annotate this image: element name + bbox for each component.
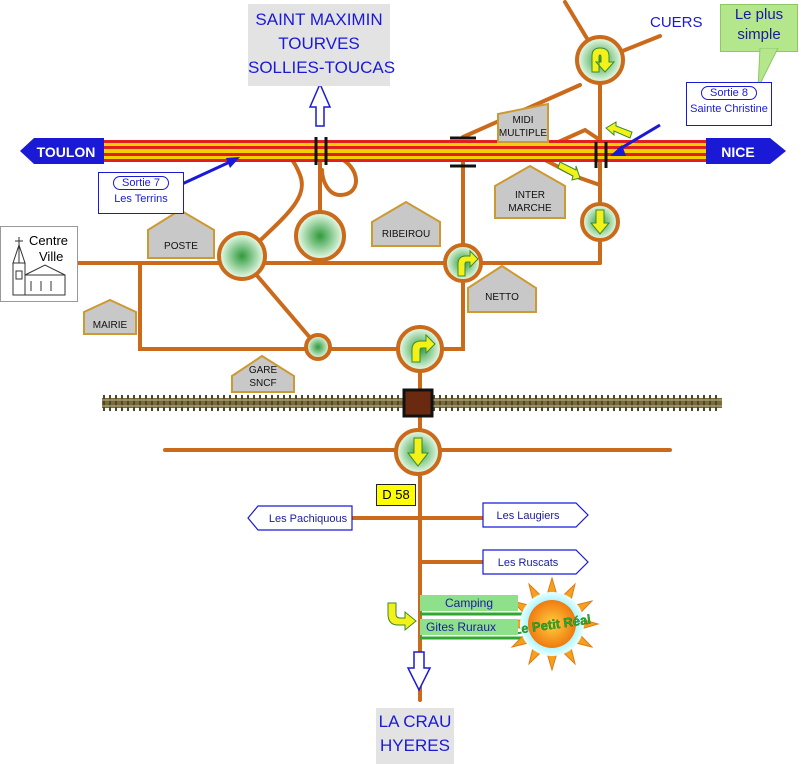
nice-sign: NICE xyxy=(706,138,786,164)
local-roads xyxy=(76,0,672,702)
u-turn-arrow-icon xyxy=(591,47,616,73)
les-pachiquous-sign xyxy=(247,505,353,531)
callout-pointer xyxy=(757,48,779,89)
down-arrow-icon-2 xyxy=(406,437,430,467)
roundabout-cuers xyxy=(575,35,625,85)
roundabout-saint-maximin xyxy=(294,210,346,262)
les-ruscats-sign xyxy=(482,549,589,575)
dest-cuers: CUERS xyxy=(650,14,703,31)
roundabout-gare xyxy=(304,333,332,361)
dest-sollies-toucas: SOLLIES-TOUCAS xyxy=(248,58,396,77)
netto-label: NETTO xyxy=(485,292,519,303)
gites-label: Gites Ruraux xyxy=(420,619,518,635)
mairie-building xyxy=(83,298,137,335)
north-arrow-icon xyxy=(308,82,332,127)
intermarche-building xyxy=(494,164,566,219)
callout-line-2: simple xyxy=(737,26,781,43)
south-arrow-icon xyxy=(406,651,432,692)
centre-ville-line-2: Ville xyxy=(39,249,64,264)
camping-turn-arrow-icon xyxy=(387,602,417,632)
toulon-label: TOULON xyxy=(37,144,96,160)
slip-arrow-icons xyxy=(557,121,633,181)
centre-ville-box: Centre Ville xyxy=(0,226,78,302)
sun-ray xyxy=(546,653,558,672)
les-ruscats-label: Les Ruscats xyxy=(498,557,559,569)
midi-multiple-building xyxy=(497,102,549,143)
callout-line-1: Le plus xyxy=(734,6,784,23)
les-pachiquous-label: Les Pachiquous xyxy=(269,513,348,525)
dest-la-crau: LA CRAU xyxy=(378,712,452,731)
sun-ray xyxy=(546,576,558,595)
gare-label-1: GARE xyxy=(249,365,278,376)
church-icon xyxy=(12,237,66,296)
ribeirou-building xyxy=(371,200,441,247)
poste-label: POSTE xyxy=(164,241,198,252)
sortie-8-number: Sortie 8 xyxy=(701,86,757,100)
north-destinations: SAINT MAXIMIN TOURVES SOLLIES-TOUCAS xyxy=(248,4,396,86)
intermarche-label-2: MARCHE xyxy=(508,203,552,214)
turn-left-arrow-icon-1 xyxy=(457,249,479,277)
down-arrow-icon-1 xyxy=(589,209,611,235)
intermarche-label-1: INTER xyxy=(515,190,545,201)
dest-tourves: TOURVES xyxy=(278,34,360,53)
gare-building xyxy=(231,354,295,393)
nice-label: NICE xyxy=(721,144,754,160)
callout-le-plus-simple: Le plus simple xyxy=(720,4,798,52)
sortie-7-name: Les Terrins xyxy=(114,193,168,205)
dest-saint-maximin: SAINT MAXIMIN xyxy=(255,10,383,29)
south-destinations: LA CRAU HYERES xyxy=(376,708,454,764)
camping-roads xyxy=(420,612,540,640)
netto-building xyxy=(467,264,537,313)
les-laugiers-sign xyxy=(482,502,589,528)
le-petit-real-logo: Le Petit Réal xyxy=(504,576,600,672)
motorway-bridges xyxy=(314,136,608,168)
sortie-7-number: Sortie 7 xyxy=(113,176,169,190)
mairie-label: MAIRIE xyxy=(93,320,128,331)
toulon-sign: TOULON xyxy=(20,138,104,164)
gare-label-2: SNCF xyxy=(249,378,276,389)
sortie-8-arrow xyxy=(610,123,661,156)
centre-ville-line-1: Centre xyxy=(29,233,69,248)
les-laugiers-label: Les Laugiers xyxy=(497,510,560,522)
railway xyxy=(102,388,722,418)
roundabout-poste xyxy=(217,231,267,281)
midi-multiple-label-2: MULTIPLE xyxy=(499,128,547,139)
dest-hyeres: HYERES xyxy=(380,736,450,755)
motorway-a57 xyxy=(100,140,710,162)
midi-multiple-label-1: MIDI xyxy=(512,115,533,126)
turn-left-arrow-icon-2 xyxy=(411,333,436,363)
sortie-7-arrow xyxy=(181,157,240,186)
sortie-8-box: Sortie 8 Sainte Christine xyxy=(686,82,772,126)
d58-road-badge: D 58 xyxy=(376,484,416,506)
sortie-7-box: Sortie 7 Les Terrins xyxy=(98,172,184,214)
ribeirou-label: RIBEIROU xyxy=(382,229,430,240)
sortie-8-name: Sainte Christine xyxy=(690,103,768,115)
camping-label: Camping xyxy=(420,595,518,611)
